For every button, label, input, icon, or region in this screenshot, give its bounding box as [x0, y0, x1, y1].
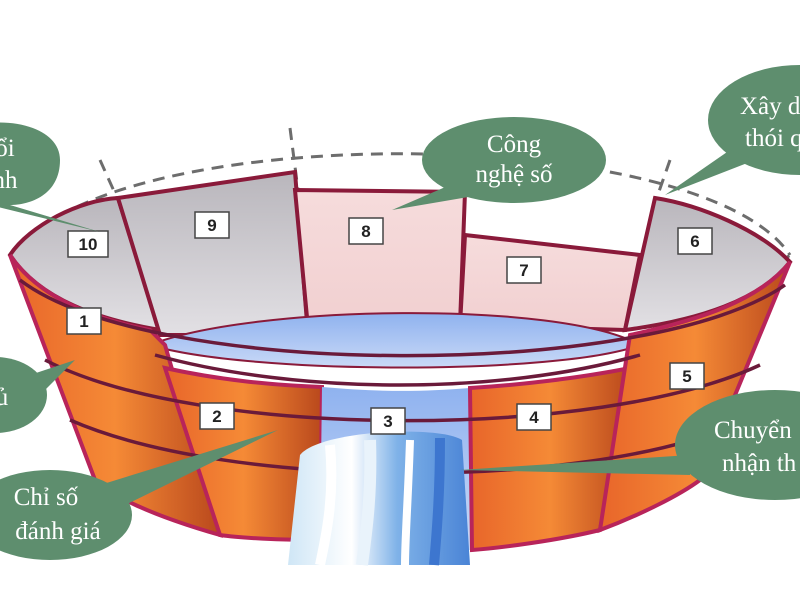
callout-cong-nghe-so-line2: nghệ số [475, 161, 553, 188]
stave-5-number: 5 [682, 367, 691, 386]
callout-chi-so-line1: Chỉ số [14, 484, 79, 511]
callout-xay-dung-line2: thói q [745, 125, 800, 152]
callout-xay-dung: Xây d thói q [665, 65, 800, 195]
callout-top-left-line1: ổi [0, 135, 15, 162]
stave-2-number: 2 [212, 407, 221, 426]
callout-chuyen-line2: nhận th [722, 450, 797, 477]
stave-8-number: 8 [361, 222, 370, 241]
callout-chi-so-line2: đánh giá [15, 518, 100, 545]
stave-6-number: 6 [690, 232, 699, 251]
callout-cong-nghe-so-line1: Công [487, 131, 542, 158]
stave-10-number: 10 [79, 235, 98, 254]
stave-1-number: 1 [79, 312, 88, 331]
stave-4-number: 4 [529, 408, 539, 427]
waterfall [288, 432, 470, 565]
stave-8-inner [295, 190, 465, 328]
callout-xay-dung-line1: Xây d [740, 93, 800, 120]
stave-7-number: 7 [519, 261, 528, 280]
callout-chuyen-line1: Chuyển [714, 417, 792, 444]
stave-3-number: 3 [383, 412, 392, 431]
inner-back-staves [10, 172, 790, 335]
stave-9-number: 9 [207, 216, 216, 235]
callout-left-mid-line1: ủ [0, 384, 9, 411]
callout-top-left-line2: nh [0, 167, 18, 194]
